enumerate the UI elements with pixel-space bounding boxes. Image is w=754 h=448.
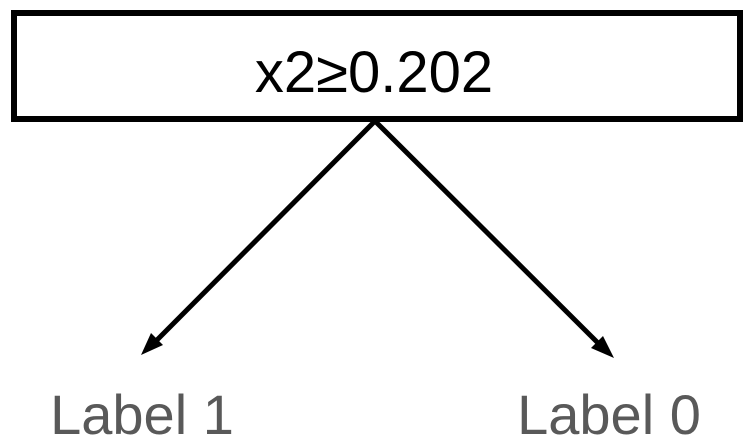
root-condition-text: x2≥0.202	[255, 40, 493, 105]
right-branch-line	[373, 119, 600, 345]
right-branch-arrowhead	[591, 336, 614, 358]
left-branch-line	[154, 119, 377, 343]
left-leaf-label: Label 1	[50, 383, 234, 446]
left-branch-arrowhead	[141, 333, 163, 355]
right-leaf-label: Label 0	[517, 383, 701, 446]
root-node-box	[11, 10, 743, 122]
